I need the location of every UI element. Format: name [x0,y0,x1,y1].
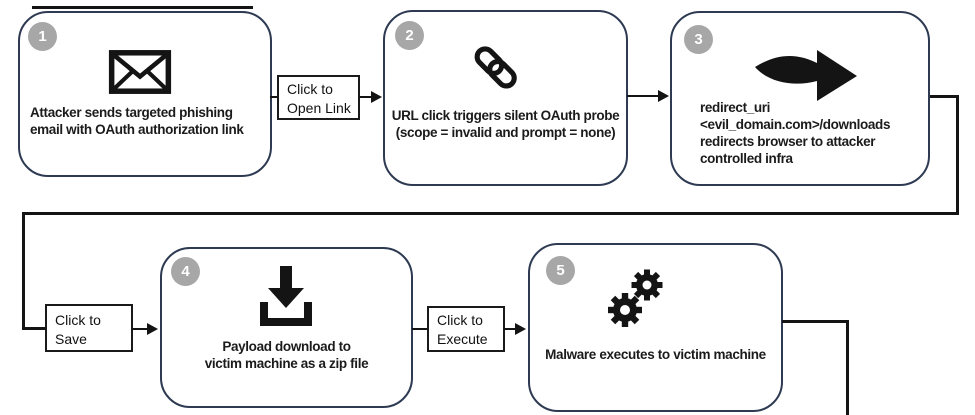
step-box-3 [670,11,930,186]
step-4-text-line: victim machine as a zip file [204,356,369,371]
step-1-text-line: email with OAuth authorization link [30,122,244,137]
connector-label-line: Save [55,331,87,347]
connector-line [930,95,959,98]
connector-line [359,95,373,98]
step-box-1 [18,11,272,177]
connector-label-line: Open Link [287,100,351,116]
connector-label-save: Click to Save [45,304,133,352]
arrowhead-into-step-5 [515,323,526,335]
connector-label-line: Click to [287,81,333,97]
download-icon [260,266,312,326]
step-2-text-line: (scope = invalid and prompt = none) [395,125,616,140]
connector-line [627,94,660,97]
connector-line [504,327,517,330]
arrowhead-into-step-2 [371,91,382,103]
connector-line [412,327,428,330]
connector-line [782,320,849,323]
connector-label-line: Click to [55,312,101,328]
step-box-2 [383,10,628,186]
step-1-text: Attacker sends targeted phishing email w… [30,104,262,138]
curved-arrow-icon [755,50,857,101]
connector-label-open-link: Click to Open Link [277,75,360,120]
connector-line [22,212,959,215]
step-1-text-line: Attacker sends targeted phishing [30,105,233,120]
connector-line [22,327,45,330]
connector-line [22,212,25,330]
step-2-number-badge: 2 [395,21,424,50]
connector-line [956,95,959,215]
connector-line [270,95,278,98]
step-4-text: Payload download to victim machine as a … [168,338,405,372]
envelope-icon [108,50,172,94]
connector-label-line: Click to [437,312,483,328]
step-4-text-line: Payload download to [222,339,351,354]
step-3-text: redirect_uri <evil_domain.com>/downloads… [700,99,920,167]
step-3-text-line: redirect_uri [700,100,771,115]
connector-line [846,320,849,415]
step-5-text: Malware executes to victim machine [536,346,775,363]
step-4-number-badge: 4 [171,257,200,286]
step-2-text: URL click triggers silent OAuth probe (s… [391,107,620,141]
step-3-text-line: redirects browser to attacker [700,134,876,149]
step-1-number-badge: 1 [28,22,57,51]
step-3-text-line: controlled infra [700,151,793,166]
arrowhead-into-step-4 [147,323,158,335]
connector-label-execute: Click to Execute [427,306,505,352]
cropped-top-line [32,6,253,9]
step-5-number-badge: 5 [546,256,575,285]
connector-label-line: Execute [437,331,488,347]
step-3-number-badge: 3 [684,25,713,54]
arrowhead-into-step-3 [658,90,669,102]
chain-link-icon [474,46,517,89]
gears-icon [608,269,663,327]
connector-line [132,327,149,330]
step-5-text-line: Malware executes to victim machine [545,347,766,362]
step-3-text-line: <evil_domain.com>/downloads [700,117,891,132]
step-2-text-line: URL click triggers silent OAuth probe [391,108,620,123]
